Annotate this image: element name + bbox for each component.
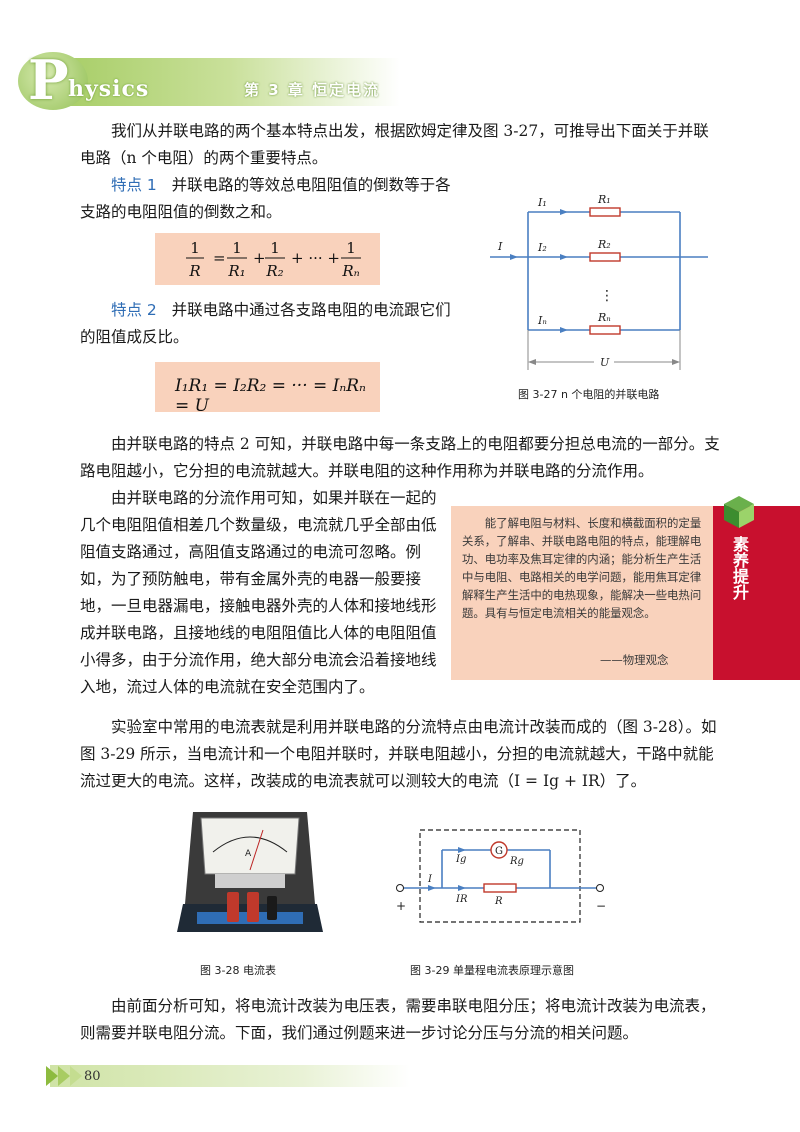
footer-arrows-icon (46, 1066, 82, 1086)
negative-terminal-icon (596, 884, 604, 892)
formula-current-box: I₁R₁ = I₂R₂ = ··· = IₙRₙ = U (155, 362, 380, 416)
label-U: U (600, 356, 610, 369)
feature-2-label: 特点 2 (111, 301, 157, 319)
shunt-resistor (483, 883, 517, 893)
label-Ig: Ig (455, 854, 466, 865)
competency-text: 能了解电阻与材料、长度和横截面积的定量关系，了解串、并联电路电阻的特点，能理解电… (462, 516, 702, 620)
competency-signature: ——物理观念 (600, 653, 669, 667)
label-minus: − (596, 899, 606, 913)
figure-3-29-circuit: G Ig Rg I IR R + − (396, 829, 606, 923)
feature-1: 特点 1 并联电路的等效总电阻阻值的倒数等于各支路的电阻阻值的倒数之和。 (80, 176, 451, 221)
lhs-num: 1 (190, 239, 200, 257)
feature-2: 特点 2 并联电路中通过各支路电阻的电流跟它们的阻值成反比。 (80, 301, 451, 346)
figure-3-29-caption: 图 3-29 单量程电流表原理示意图 (410, 964, 574, 977)
dots: + ··· + (291, 249, 340, 267)
label-IR: IR (455, 894, 468, 905)
label-G: G (495, 846, 503, 857)
galvanometer-icon (490, 841, 508, 859)
equals-sign: = (213, 249, 226, 267)
vertical-dots: ⋮ (600, 288, 614, 304)
ammeter-paragraph: 实验室中常用的电流表就是利用并联电路的分流特点由电流计改装而成的（图 3-28）… (80, 718, 717, 790)
figure-3-27-circuit: I I₁ I₂ Iₙ R₁ R₂ Rₙ U ⋮ (490, 193, 708, 370)
resistor-r1 (589, 207, 621, 217)
label-R2: R₂ (597, 238, 611, 251)
label-I-main: I (427, 874, 433, 885)
label-R1: R₁ (597, 193, 611, 206)
figure-3-28-ammeter: A (177, 812, 323, 932)
leaf-logo-icon (18, 52, 88, 110)
tn-den: Rₙ (341, 262, 359, 280)
resistor-rn (589, 325, 621, 335)
figure-3-27-caption: 图 3-27 n 个电阻的并联电路 (518, 388, 660, 401)
chapter-title: 第 3 章 恒定电流 (244, 81, 381, 99)
page-number: 80 (84, 1069, 101, 1084)
competency-box (451, 506, 713, 680)
intro-paragraph: 我们从并联电路的两个基本特点出发，根据欧姆定律及图 3-27，可推导出下面关于并… (80, 122, 709, 167)
footer-bar (50, 1065, 410, 1087)
formula-current: I₁R₁ = I₂R₂ = ··· = IₙRₙ = U (175, 376, 366, 416)
label-I: I (497, 240, 503, 253)
plus-sign: + (253, 249, 266, 267)
label-I1: I₁ (537, 196, 547, 209)
svg-text:A: A (245, 849, 252, 859)
t2-num: 1 (270, 239, 280, 257)
literacy-tab-text: 素养提升 (730, 536, 749, 600)
grounding-paragraph: 由并联电路的分流作用可知，如果并联在一起的几个电阻阻值相差几个数量级，电流就几乎… (80, 489, 437, 696)
tn-num: 1 (346, 239, 356, 257)
literacy-tab (713, 506, 800, 680)
label-Rn: Rₙ (597, 311, 611, 324)
lhs-den: R (188, 262, 200, 280)
page-header: P hysics 第 3 章 恒定电流 (0, 0, 800, 120)
logo-text: hysics (68, 76, 150, 102)
figure-3-28-caption: 图 3-28 电流表 (200, 964, 276, 977)
t1-den: R₁ (227, 262, 245, 280)
cube-icon (724, 496, 754, 528)
summary-paragraph: 由前面分析可知，将电流计改装为电压表，需要串联电阻分压；将电流计改装为电流表，则… (80, 997, 716, 1042)
formula-reciprocal: 1 R = 1 R₁ + 1 R₂ + ··· + 1 Rₙ (186, 239, 361, 280)
t2-den: R₂ (265, 262, 283, 280)
label-I2: I₂ (537, 241, 547, 254)
label-Rg: Rg (509, 856, 524, 867)
formula-reciprocal-box: 1 R = 1 R₁ + 1 R₂ + ··· + 1 Rₙ (155, 233, 380, 285)
shunt-paragraph: 由并联电路的特点 2 可知，并联电路中每一条支路上的电阻都要分担总电流的一部分。… (80, 435, 720, 480)
feature-1-label: 特点 1 (111, 176, 157, 194)
positive-terminal-icon (396, 884, 404, 892)
t1-num: 1 (232, 239, 242, 257)
logo-letter-p: P (28, 48, 69, 112)
label-R: R (494, 896, 503, 907)
resistor-r2 (589, 252, 621, 262)
label-In: Iₙ (537, 314, 547, 327)
label-plus: + (396, 899, 406, 913)
